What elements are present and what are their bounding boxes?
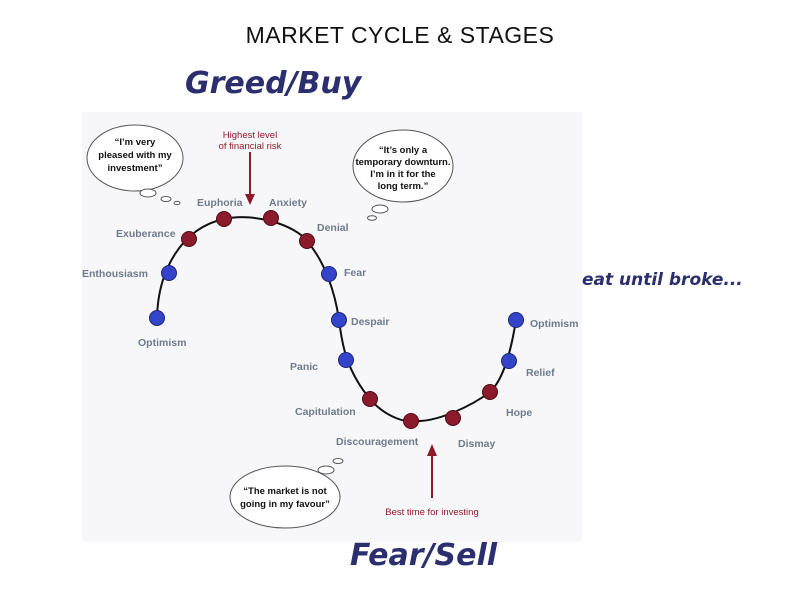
label-exuberance: Exuberance — [116, 228, 176, 240]
marker-enthousiasm — [161, 265, 177, 281]
stage-denial: Denial — [299, 222, 349, 249]
stage-optimism-start: Optimism — [138, 310, 186, 349]
marker-hope — [482, 384, 498, 400]
label-optimism-start: Optimism — [138, 337, 186, 349]
stage-dismay: Dismay — [445, 410, 496, 450]
label-anxiety: Anxiety — [269, 197, 307, 209]
fear-sell-label: Fear/Sell — [350, 538, 498, 573]
not-going-line-2: going in my favour” — [240, 499, 330, 510]
stage-anxiety: Anxiety — [263, 197, 307, 226]
marker-discouragement — [403, 413, 419, 429]
stage-enthousiasm: Enthousiasm — [82, 265, 177, 281]
stage-optimism-end: Optimism — [508, 312, 578, 330]
pleased-line-2: pleased with my — [98, 150, 172, 161]
label-denial: Denial — [317, 222, 349, 234]
marker-euphoria — [216, 211, 232, 227]
pleased-line-1: “I’m very — [115, 137, 156, 148]
not-going-line-1: “The market is not — [243, 486, 327, 497]
temporary-line-1: “It’s only a — [379, 145, 428, 156]
label-optimism-end: Optimism — [530, 318, 578, 330]
label-capitulation: Capitulation — [295, 406, 356, 418]
stage-exuberance: Exuberance — [116, 228, 197, 247]
marker-dismay — [445, 410, 461, 426]
temporary-line-2: temporary downturn. — [355, 157, 450, 168]
marker-optimism-end — [508, 312, 524, 328]
marker-panic — [338, 352, 354, 368]
label-enthousiasm: Enthousiasm — [82, 268, 148, 280]
repeat-note: Repeat until broke... — [546, 270, 743, 290]
temporary-line-4: long term.” — [378, 181, 429, 192]
top-arrow-line-2: of financial risk — [219, 141, 282, 152]
stage-despair: Despair — [331, 312, 390, 328]
marker-anxiety — [263, 210, 279, 226]
pleased-line-3: investment” — [108, 163, 163, 174]
diagram-title: MARKET CYCLE & STAGES — [245, 22, 555, 48]
marker-capitulation — [362, 391, 378, 407]
label-despair: Despair — [351, 316, 390, 328]
stage-relief: Relief — [501, 353, 555, 379]
stage-panic: Panic — [290, 352, 354, 373]
top-arrow-line-1: Highest level — [223, 130, 277, 141]
thought-bubble-temporary — [352, 129, 454, 221]
marker-optimism-start — [149, 310, 165, 326]
thought-bubble-not-going — [229, 458, 344, 529]
top-arrow — [245, 152, 255, 205]
label-discouragement: Discouragement — [336, 436, 419, 448]
label-relief: Relief — [526, 367, 555, 379]
marker-despair — [331, 312, 347, 328]
label-dismay: Dismay — [458, 438, 496, 450]
marker-exuberance — [181, 231, 197, 247]
stage-capitulation: Capitulation — [295, 391, 378, 418]
bottom-arrow-label: Best time for investing — [385, 507, 478, 518]
label-panic: Panic — [290, 361, 318, 373]
stage-discouragement: Discouragement — [336, 413, 419, 448]
thought-bubble-pleased — [86, 124, 184, 206]
marker-fear — [321, 266, 337, 282]
marker-denial — [299, 233, 315, 249]
bottom-arrow — [427, 444, 437, 498]
stage-fear: Fear — [321, 266, 366, 282]
stage-hope: Hope — [482, 384, 532, 419]
temporary-line-3: I’m in it for the — [370, 169, 435, 180]
marker-relief — [501, 353, 517, 369]
label-euphoria: Euphoria — [197, 197, 243, 209]
greed-buy-label: Greed/Buy — [185, 66, 362, 101]
label-fear: Fear — [344, 267, 366, 279]
stage-euphoria: Euphoria — [197, 197, 243, 227]
label-hope: Hope — [506, 407, 532, 419]
